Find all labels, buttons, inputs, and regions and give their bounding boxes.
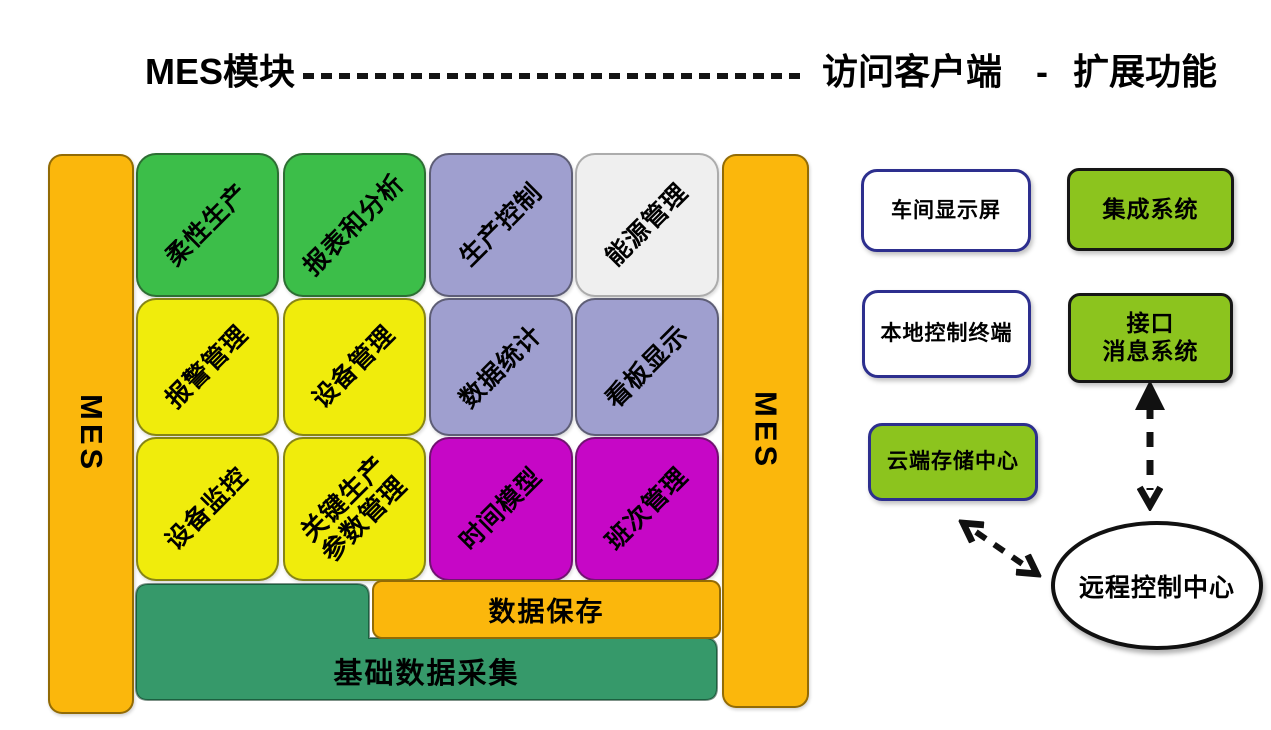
mes-left-bar: MES xyxy=(48,154,134,714)
diagram-title-mes-modules: MES模块 xyxy=(145,51,296,92)
mes-right-bar-label: MES xyxy=(748,391,784,471)
module-tile-data-statistics: 数据统计 xyxy=(429,298,573,436)
module-tile-shift-management: 班次管理 xyxy=(575,437,719,581)
data-storage-bar: 数据保存 xyxy=(372,580,721,639)
module-tile-equipment-management: 设备管理 xyxy=(283,298,426,436)
base-data-collection-label: 基础数据采集 xyxy=(333,658,520,690)
module-tile-kanban-display: 看板显示 xyxy=(575,298,719,436)
module-tile-energy-management: 能源管理 xyxy=(575,153,719,297)
title-separator: - xyxy=(1036,51,1048,92)
mes-right-bar: MES xyxy=(722,154,809,708)
mes-left-bar-label: MES xyxy=(74,394,109,474)
module-tile-alarm-management: 报警管理 xyxy=(136,298,279,436)
workshop-display-box: 车间显示屏 xyxy=(861,169,1031,252)
diagonal-double-arrow xyxy=(976,532,1024,565)
local-control-terminal-box: 本地控制终端 xyxy=(862,290,1031,378)
cloud-storage-center-box: 云端存储中心 xyxy=(868,423,1038,501)
module-tile-flexible-production: 柔性生产 xyxy=(136,153,279,297)
module-tile-equipment-monitoring: 设备监控 xyxy=(136,437,279,581)
diagram-title-client-access: 访问客户端 xyxy=(822,51,1003,92)
integrated-system-box: 集成系统 xyxy=(1067,168,1234,251)
interface-message-system-box: 接口 消息系统 xyxy=(1068,293,1233,383)
title-dashed-line xyxy=(303,73,800,79)
module-tile-production-control: 生产控制 xyxy=(429,153,573,297)
diagram-title-extensions: 扩展功能 xyxy=(1073,51,1218,92)
module-tile-reports-analysis: 报表和分析 xyxy=(283,153,426,297)
base-data-collection-shape xyxy=(135,583,718,701)
remote-control-center-ellipse: 远程控制中心 xyxy=(1051,521,1263,650)
module-tile-key-production-parameters: 关键生产 参数管理 xyxy=(283,437,426,581)
module-tile-time-model: 时间模型 xyxy=(429,437,573,581)
